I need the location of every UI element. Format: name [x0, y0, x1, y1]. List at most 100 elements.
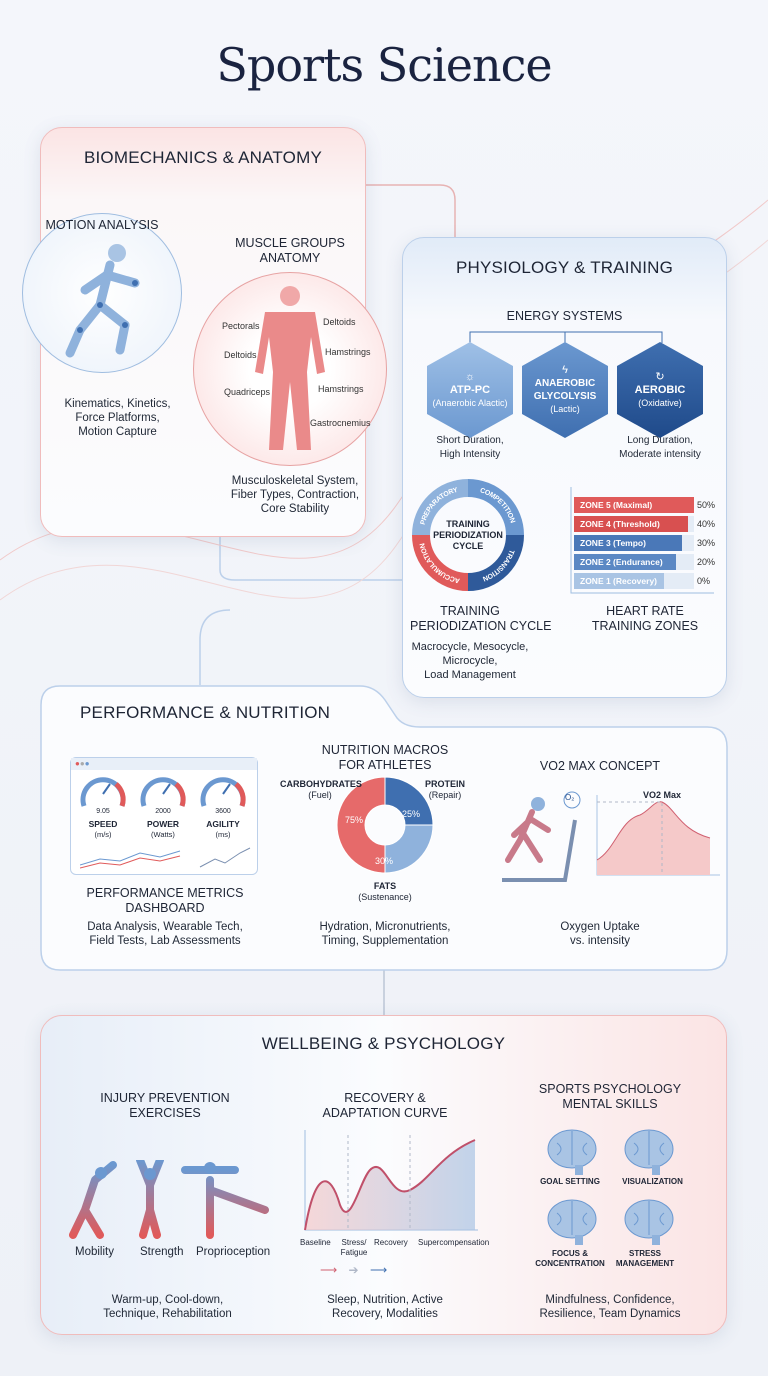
energy-system-atp-pc: ☼ATP-PC(Anaerobic Alactic): [427, 342, 513, 438]
vo2-title: VO2 MAX CONCEPT: [539, 759, 661, 773]
long-duration-text: Long Duration,Moderate intensity: [619, 435, 701, 460]
motion-analysis-title: MOTION ANALYSIS: [45, 218, 159, 232]
macros-donut-chart: [336, 776, 434, 874]
macro-label-carbs: CARBOHYDRATES(Fuel): [280, 779, 362, 800]
phase-arrows-icon: ⟶ ➔ ⟶: [320, 1263, 392, 1277]
donut-slice-fats: [384, 824, 434, 874]
gauge-icon: [140, 777, 186, 807]
gauge-unit: (m/s): [94, 830, 112, 839]
skill-label: STRESS MANAGEMENT: [615, 1249, 675, 1268]
physiology-header: PHYSIOLOGY & TRAINING: [455, 258, 674, 277]
gauge-label: SPEED: [88, 819, 118, 829]
psych-desc: Mindfulness, Confidence,Resilience, Team…: [539, 1294, 681, 1320]
gauge-label: POWER: [146, 819, 180, 829]
adaptation-curve-chart: [304, 1130, 478, 1231]
o2-label: O₂: [565, 793, 575, 802]
brain-icon: [547, 1129, 597, 1175]
zone-bar: ZONE 2 (Endurance): [574, 554, 676, 570]
zone-bar: ZONE 5 (Maximal): [574, 497, 694, 513]
muscle-label: Deltoids: [323, 317, 356, 327]
energy-systems-title: ENERGY SYSTEMS: [506, 309, 623, 323]
gauge-icon: [80, 777, 126, 807]
metric-sparklines: [80, 847, 251, 869]
zone-bar: ZONE 3 (Tempo): [574, 535, 682, 551]
muscle-label: Hamstrings: [318, 384, 364, 394]
skill-label: VISUALIZATION: [622, 1177, 683, 1186]
zone-pct: 0%: [697, 576, 711, 586]
brain-icon: [624, 1199, 674, 1245]
performance-header: PERFORMANCE & NUTRITION: [80, 703, 331, 722]
muscle-label: Deltoids: [224, 350, 257, 360]
zone-pct: 40%: [697, 519, 716, 529]
gauge-value: 9.05: [96, 808, 110, 815]
phase-label: Baseline: [300, 1238, 331, 1247]
donut-slice-carbohydrates: [336, 776, 386, 874]
lightning-icon: ϟ: [562, 364, 568, 376]
muscle-label: Quadriceps: [224, 387, 271, 397]
muscle-desc: Musculoskeletal System,Fiber Types, Cont…: [230, 475, 360, 515]
short-duration-text: Short Duration,High Intensity: [436, 435, 504, 460]
gauge-value: 2000: [155, 808, 171, 815]
muscle-body-icon: [255, 286, 325, 450]
gauge-label: AGILITY: [206, 819, 240, 829]
zone-pct: 30%: [697, 538, 716, 548]
exercise-label: Proprioception: [196, 1246, 271, 1258]
donut-slice-protein: [384, 776, 434, 826]
injury-desc: Warm-up, Cool-down,Technique, Rehabilita…: [103, 1294, 232, 1320]
gauge-icon: [200, 777, 246, 807]
zone-pct: 20%: [697, 557, 716, 567]
brain-icon: [624, 1129, 674, 1175]
sun-icon: ☼: [464, 370, 476, 383]
phase-label: Supercompensation: [418, 1238, 490, 1247]
vo2-max-label: VO2 Max: [643, 790, 682, 800]
cycle-desc: Macrocycle, Mesocycle,Microcycle,Load Ma…: [411, 641, 529, 681]
wellbeing-header: WELLBEING & PSYCHOLOGY: [261, 1034, 506, 1053]
muscle-label: Pectorals: [222, 321, 260, 331]
zone-bar: ZONE 1 (Recovery): [574, 573, 664, 589]
cycle-icon: ↻: [655, 370, 665, 383]
nutrition-desc: Hydration, Micronutrients,Timing, Supple…: [319, 921, 451, 947]
physiology-card: [402, 237, 727, 698]
muscle-label: Hamstrings: [325, 347, 371, 357]
muscle-label: Gastrocnemius: [310, 418, 371, 428]
vo2-illustration: [502, 791, 720, 882]
biomechanics-header: BIOMECHANICS & ANATOMY: [83, 148, 323, 167]
exercise-label: Strength: [140, 1246, 184, 1258]
dashboard-desc: Data Analysis, Wearable Tech,Field Tests…: [87, 921, 243, 947]
skill-label: GOAL SETTING: [540, 1177, 600, 1186]
zones-axis: [570, 487, 714, 594]
exercise-figures-icon: [69, 1160, 269, 1239]
runner-figure-icon: [65, 244, 140, 358]
gauge-value: 3600: [215, 808, 231, 815]
gauge-unit: (Watts): [151, 830, 175, 839]
macro-pct: 25%: [402, 809, 421, 819]
window-controls: ●●●: [71, 758, 257, 770]
phase-label: Stress/ Fatigue: [340, 1238, 368, 1257]
periodization-cycle-diagram: PREPARATORY COMPETITION TRANSITION ACCUM…: [412, 479, 524, 591]
macro-label-protein: PROTEIN(Repair): [424, 779, 465, 800]
brain-icon: [547, 1199, 597, 1245]
energy-arrow: [469, 331, 663, 343]
macro-pct: 75%: [345, 815, 364, 825]
phase-label: Recovery: [374, 1238, 408, 1247]
macro-label-fats: FATS(Sustenance): [358, 881, 412, 902]
macro-pct: 30%: [375, 856, 394, 866]
zone-pct: 50%: [697, 500, 716, 510]
gauge-unit: (ms): [215, 830, 231, 839]
skill-label: FOCUS & CONCENTRATION: [535, 1249, 605, 1268]
zone-bar: ZONE 4 (Threshold): [574, 516, 688, 532]
recovery-title: RECOVERY &ADAPTATION CURVE: [322, 1091, 448, 1120]
page-title: Sports Science: [216, 38, 552, 92]
exercise-label: Mobility: [75, 1246, 114, 1258]
motion-desc: Kinematics, Kinetics,Force Platforms,Mot…: [64, 398, 171, 438]
